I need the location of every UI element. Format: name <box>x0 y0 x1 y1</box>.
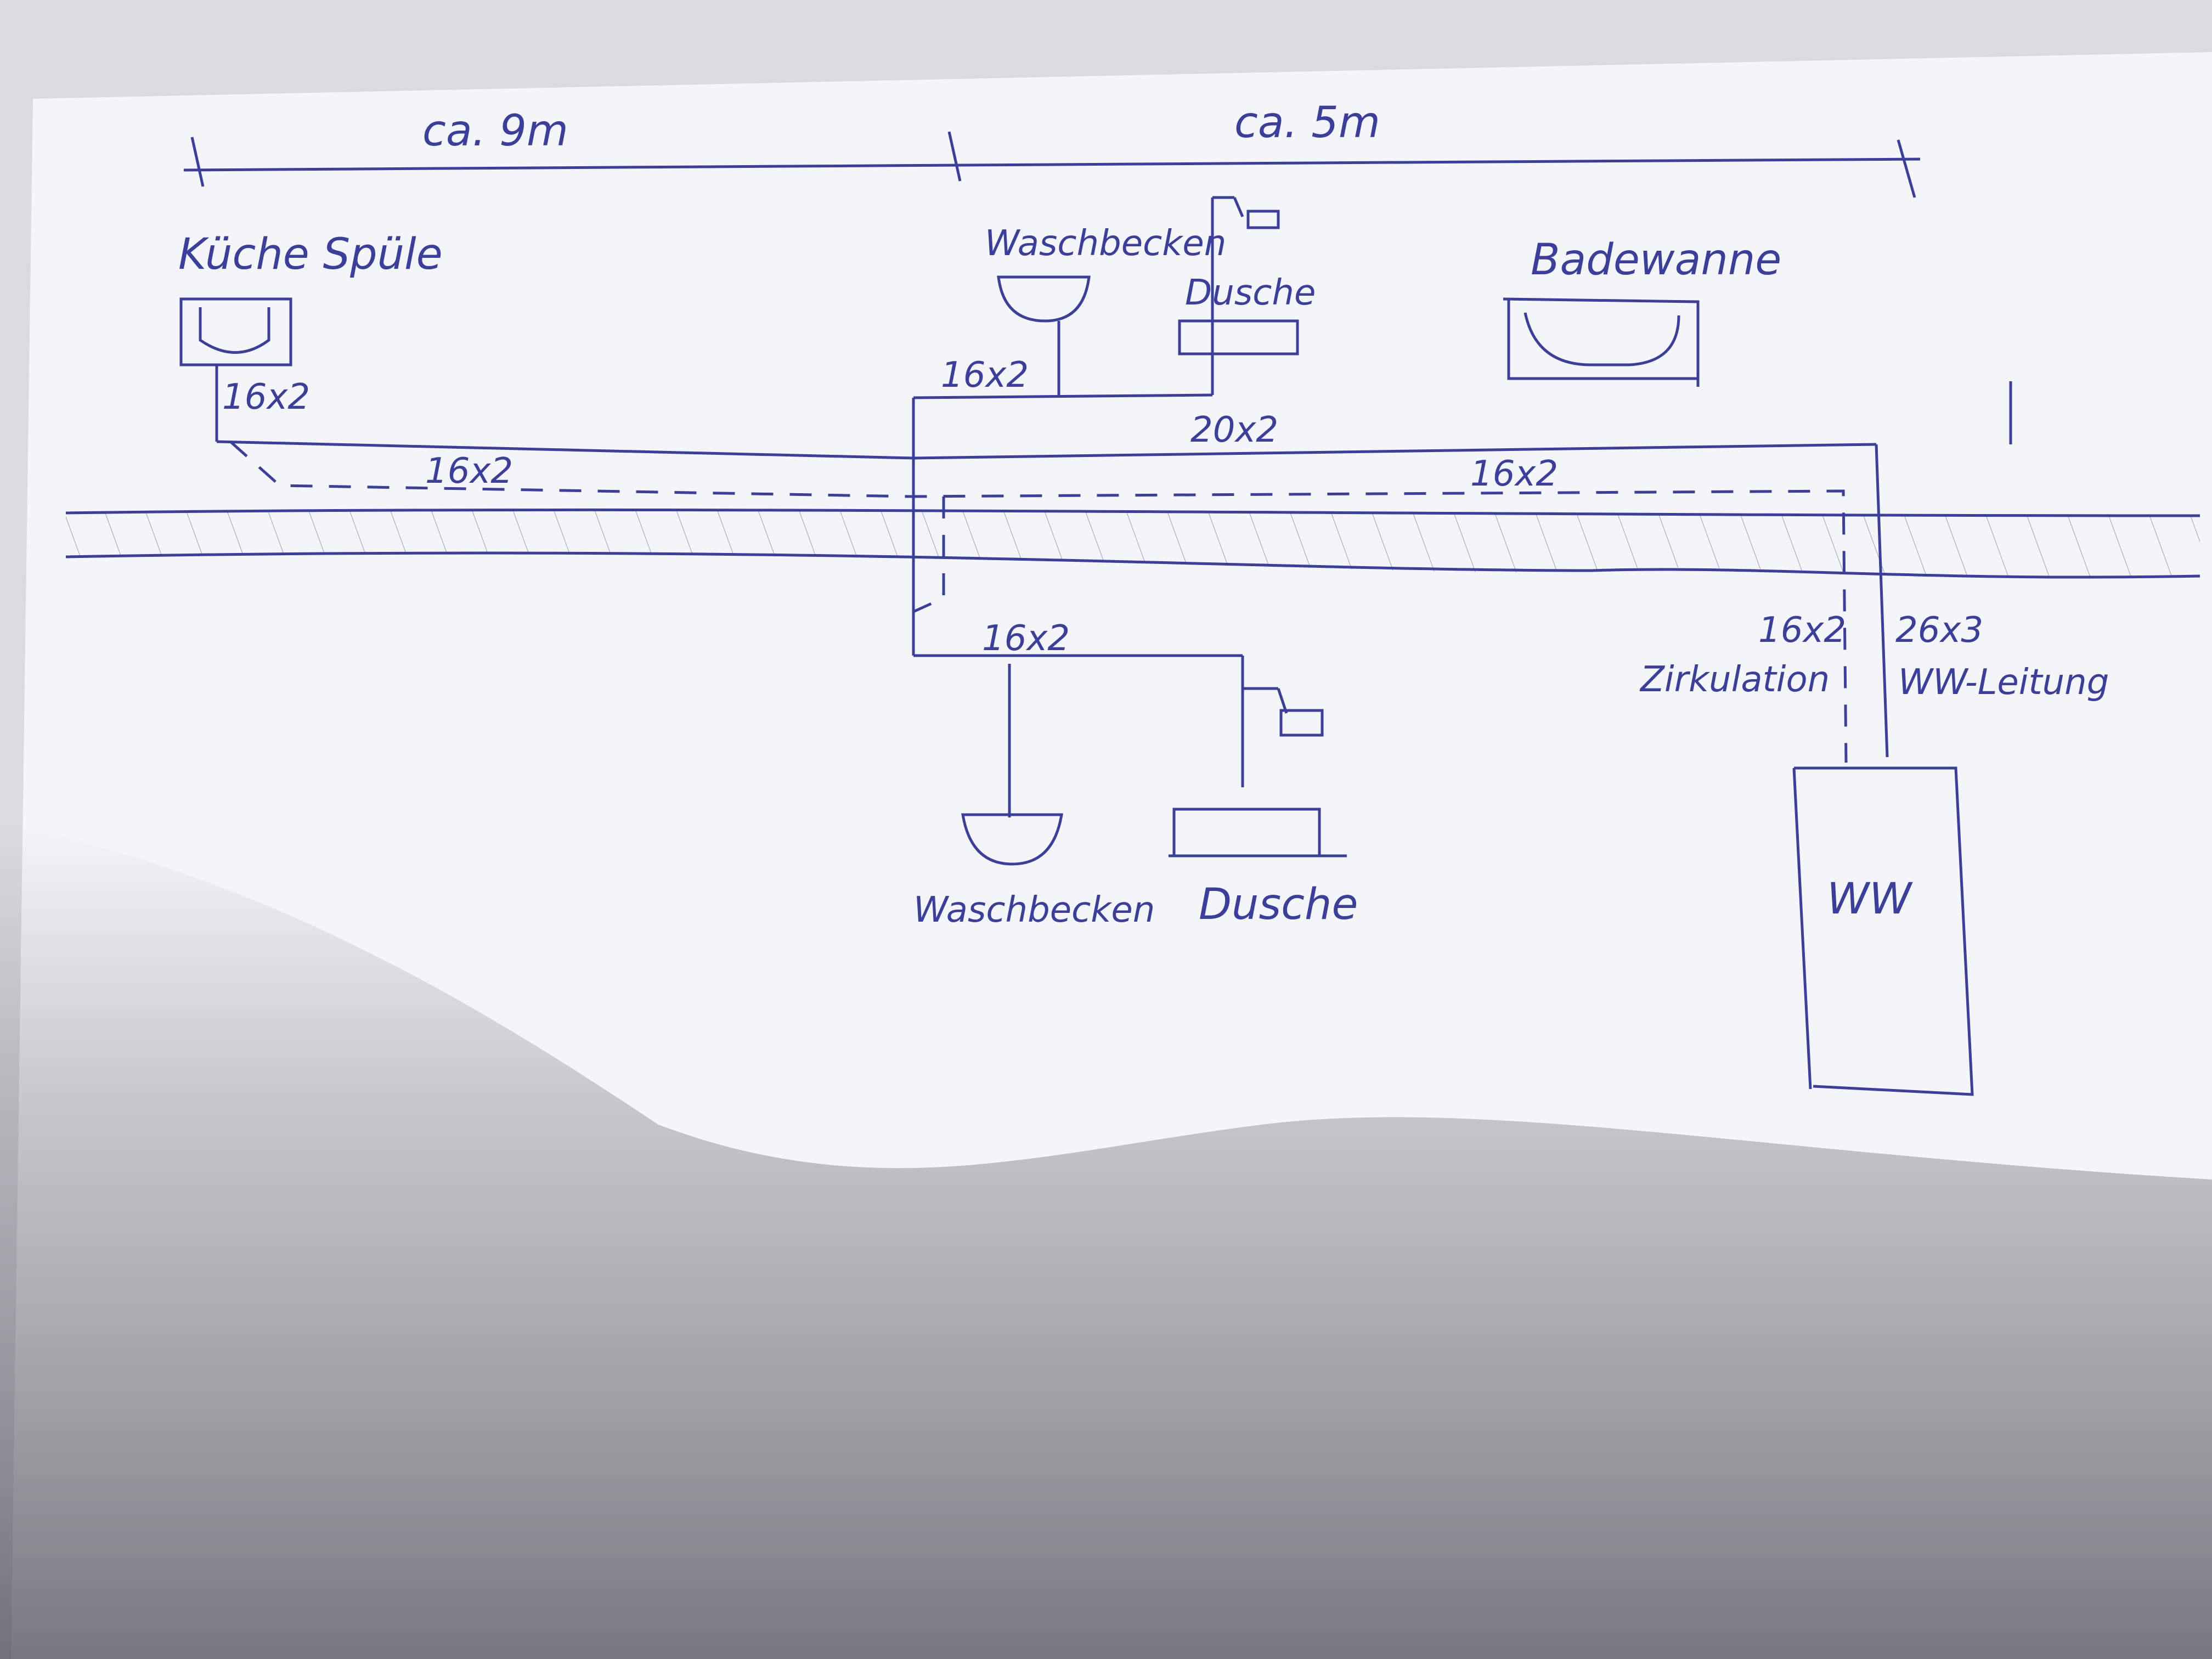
lower-washbasin-symbol <box>961 813 1063 866</box>
lower-shower-symbol <box>1169 688 1347 857</box>
label-lower-branch: 16x2 <box>982 618 1070 659</box>
bathtub-symbol <box>1503 297 1700 387</box>
label-circulation: Zirkulation <box>1639 659 1830 700</box>
hand-shadow <box>0 823 2212 1659</box>
floor-slab <box>65 508 2200 579</box>
dimension-line <box>183 131 1921 198</box>
label-main-upper: 20x2 <box>1190 410 1278 450</box>
label-circulation-size: 16x2 <box>1758 610 1846 651</box>
label-water-heater: WW <box>1827 874 1913 924</box>
label-upper-washbasin: Waschbecken <box>985 223 1226 264</box>
label-bathtub: Badewanne <box>1531 235 1781 285</box>
upper-washbasin-symbol <box>997 275 1091 323</box>
upper-branch <box>912 196 2012 656</box>
label-kitchen-dashed: 16x2 <box>425 451 513 492</box>
label-upper-branch: 16x2 <box>941 355 1029 396</box>
label-lower-shower: Dusche <box>1199 880 1358 929</box>
label-kitchen-drop: 16x2 <box>222 377 310 417</box>
dimension-right: ca. 5m <box>1234 98 1380 148</box>
dimension-left: ca. 9m <box>422 106 568 156</box>
label-supply-size: 26x3 <box>1895 610 1983 651</box>
label-supply: WW-Leitung <box>1898 662 2109 703</box>
main-pipe <box>215 365 1889 758</box>
lower-branch <box>913 654 1278 817</box>
circulation-pipe <box>229 441 1848 763</box>
label-right-dashed: 16x2 <box>1470 454 1558 494</box>
water-heater-symbol <box>1792 766 1974 1096</box>
label-lower-washbasin: Waschbecken <box>913 890 1155 930</box>
upper-shower-symbol <box>1178 197 1299 356</box>
label-kitchen-sink: Küche Spüle <box>178 230 443 279</box>
label-upper-shower: Dusche <box>1185 273 1316 313</box>
kitchen-sink-symbol <box>179 297 292 366</box>
